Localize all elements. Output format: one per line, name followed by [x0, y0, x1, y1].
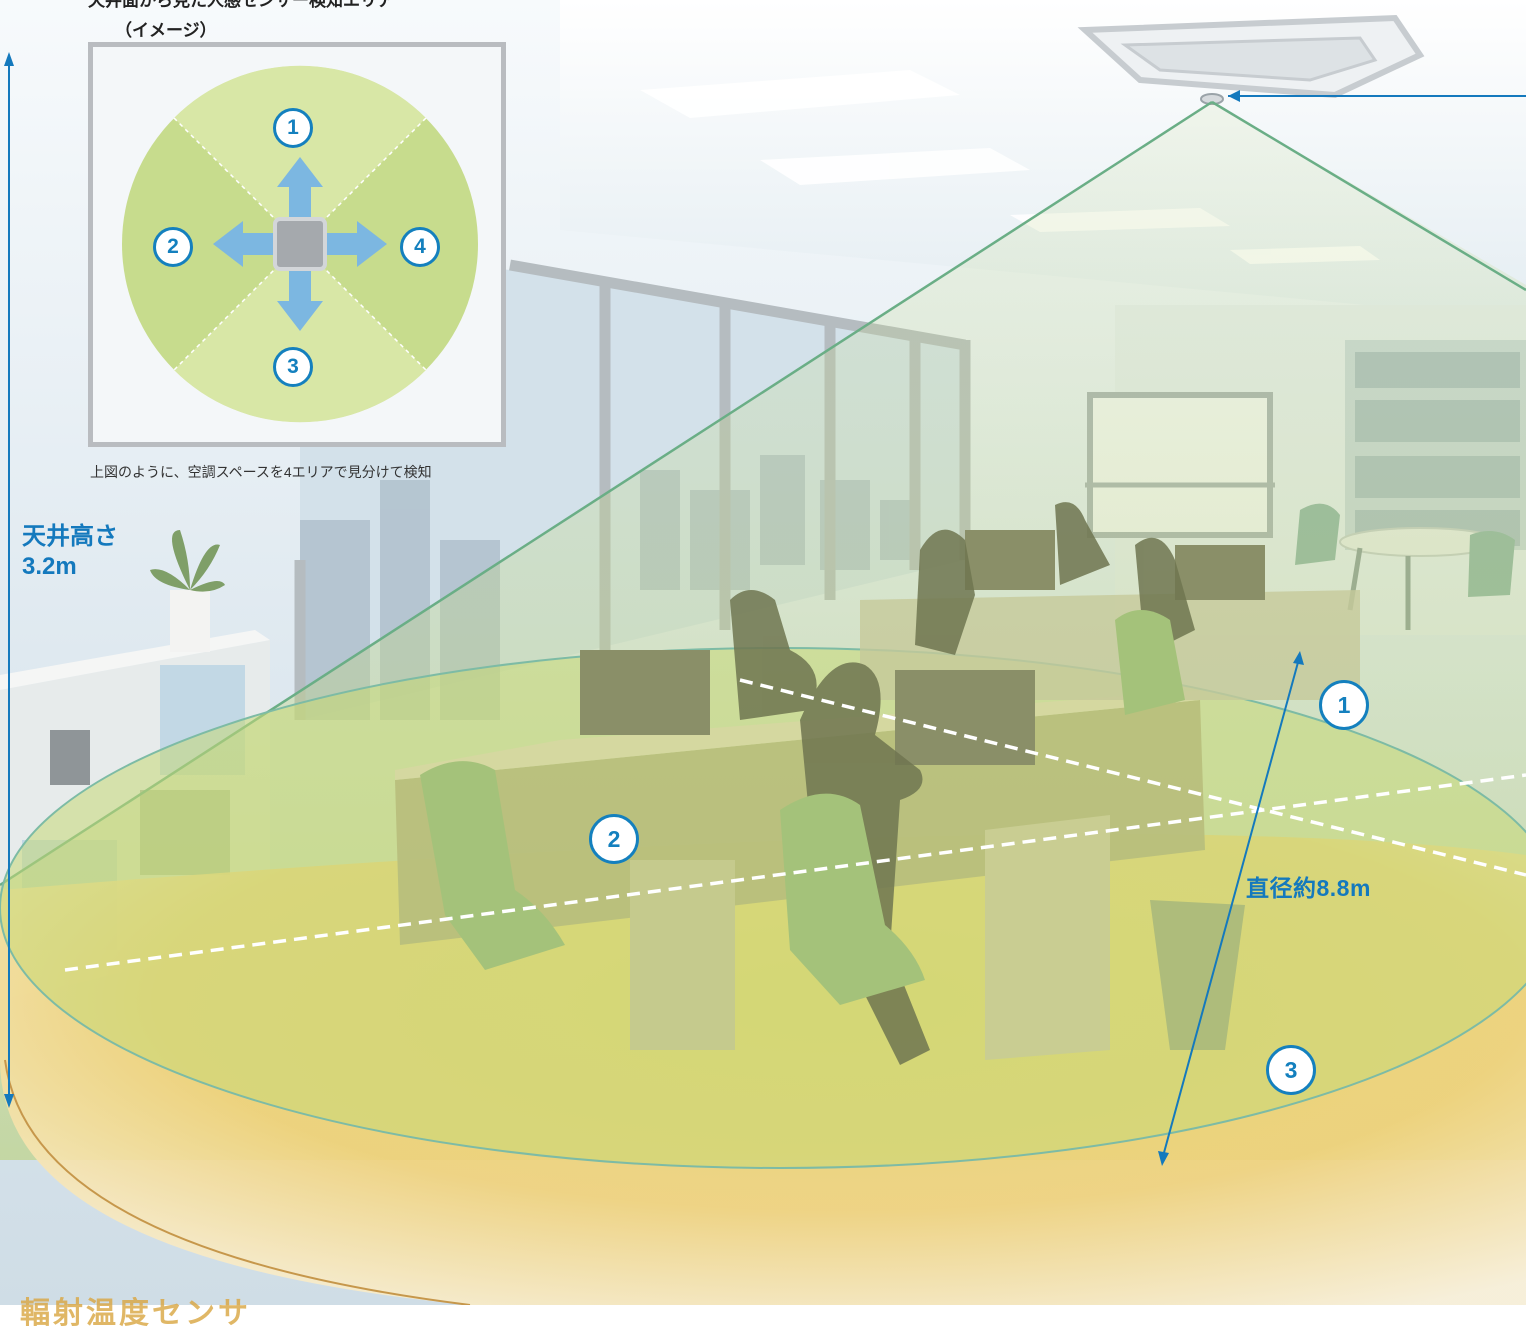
chairs: [420, 610, 1185, 1005]
diameter-arrow: [1161, 654, 1301, 1161]
ceiling-ac-unit: [1077, 14, 1425, 105]
area-dividers: [64, 678, 1526, 972]
beam-edge-right: [1211, 100, 1526, 292]
inset-area-badge-4: 4: [400, 227, 440, 267]
inset-area-badge-2: 2: [153, 227, 193, 267]
inset-note: 上図のように、空調スペースを4エリアで見分けて検知: [90, 464, 432, 480]
ceiling-height-value: 3.2m: [22, 553, 77, 580]
inset-area-badge-3: 3: [273, 347, 313, 387]
inset-title: 天井面から見た人感センサー検知エリア: [88, 0, 394, 10]
room-area-badge-1: 1: [1319, 680, 1369, 730]
inset-arrows: [213, 157, 387, 331]
trash-can: [1150, 900, 1245, 1050]
ceiling-unit-icon: [273, 217, 327, 271]
room-area-badge-2: 2: [589, 814, 639, 864]
ceiling-height-text: 天井高さ: [22, 523, 118, 550]
inset-area-badge-1: 1: [273, 108, 313, 148]
plant-icon: [150, 530, 225, 652]
bottom-partial-label: 輻射温度センサ: [20, 1297, 251, 1330]
inset-diagram: [122, 65, 478, 423]
monitors: [580, 530, 1265, 765]
office-scene-illustration: [0, 0, 1526, 1305]
ceiling-height-label: 天井高さ 3.2m: [22, 522, 118, 582]
inset-caption: （イメージ）: [115, 21, 217, 40]
room-area-badge-3: 3: [1266, 1045, 1316, 1095]
diameter-label: 直径約8.8m: [1246, 875, 1371, 901]
